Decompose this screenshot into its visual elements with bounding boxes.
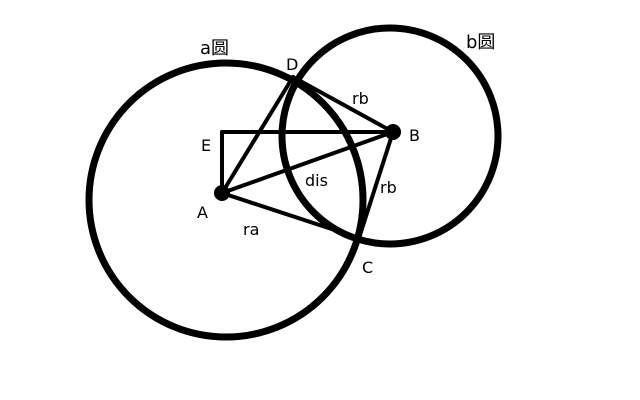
label-dis: dis [305, 171, 328, 190]
label-point-b: B [409, 126, 420, 145]
point-b-dot [385, 124, 401, 140]
segment-d-b [291, 75, 395, 134]
label-rb-upper: rb [352, 89, 369, 108]
label-point-c: C [362, 258, 373, 277]
point-a-dot [214, 185, 230, 201]
label-rb-lower: rb [380, 178, 397, 197]
segment-a-b-dis [220, 130, 395, 195]
segment-a-d [220, 75, 295, 195]
label-point-a: A [197, 203, 208, 222]
circle-b [278, 24, 502, 248]
label-ra: ra [243, 220, 259, 239]
label-point-e: E [201, 136, 211, 155]
circle-a-title: a圆 [200, 38, 229, 59]
circle-b-title: b圆 [466, 32, 495, 53]
circle-a [85, 59, 367, 341]
segment-b-c [357, 130, 395, 240]
label-point-d: D [286, 55, 298, 74]
segment-a-c [220, 191, 361, 240]
